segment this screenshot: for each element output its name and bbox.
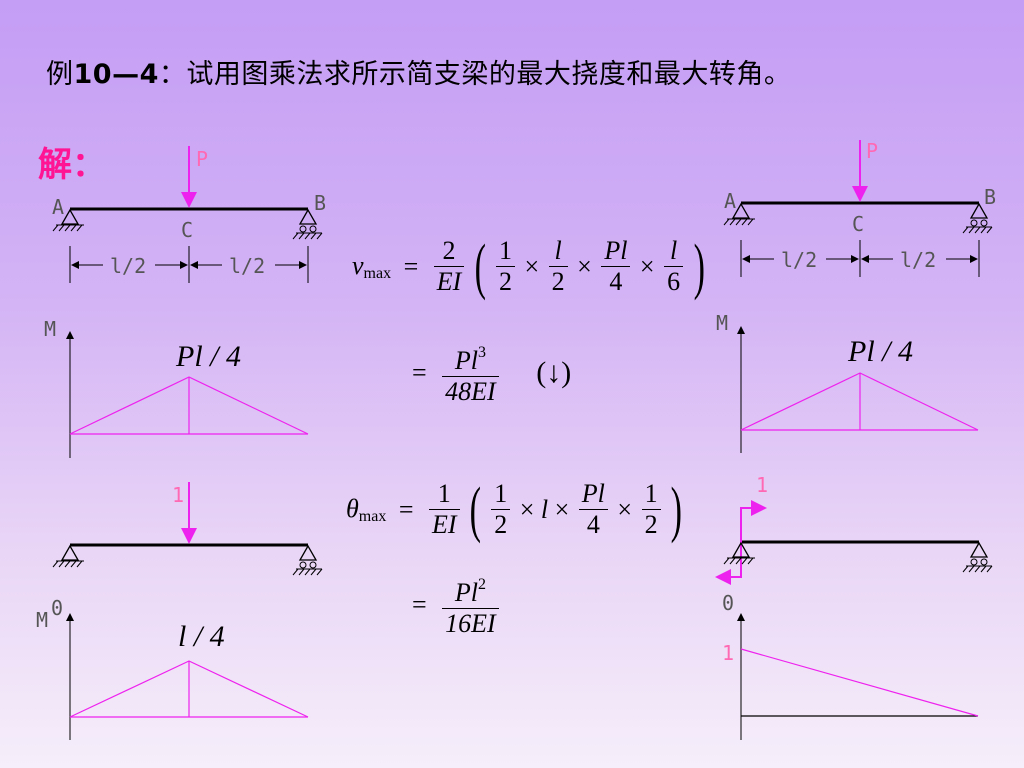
svg-text:1: 1 [756,473,768,497]
svg-text:B: B [314,191,326,215]
svg-text:1: 1 [722,641,734,665]
right-m-diagram: M Pl / 4 [716,311,979,453]
svg-text:M: M [36,608,48,632]
svg-text:l/2: l/2 [110,254,146,278]
svg-text:B: B [984,185,996,209]
svg-text:l / 4: l / 4 [178,620,225,653]
svg-text:A: A [724,189,736,213]
solution-label: 解： [38,145,106,185]
svg-text:P: P [866,139,878,163]
svg-text:l/2: l/2 [900,248,936,272]
left-beam: P A B C l/2 l/2 [52,146,326,283]
svg-text:C: C [181,218,193,242]
svg-text:Pl / 4: Pl / 4 [847,335,913,368]
svg-text:M: M [716,311,728,335]
svg-text:l/2: l/2 [229,254,265,278]
left-m-diagram: M Pl / 4 [44,317,309,458]
left-load-label: P [196,147,208,171]
svg-text:0: 0 [722,591,734,615]
svg-text:l/2: l/2 [781,248,817,272]
svg-text:C: C [852,212,864,236]
svg-text:Pl / 4: Pl / 4 [175,340,241,373]
left-unit-beam: 1 [52,482,323,576]
right-m0-diagram: 0 1 [722,591,979,740]
right-unit-beam: 1 [715,473,993,585]
svg-text:M: M [44,317,56,341]
left-m0-diagram: M 0 l / 4 [36,596,309,740]
svg-text:A: A [52,195,64,219]
right-beam: P A B C l/2 l/2 [723,139,996,277]
svg-text:1: 1 [172,483,184,507]
slide-title: 例10—4：试用图乘法求所示简支梁的最大挠度和最大转角。 [46,59,792,90]
svg-text:0: 0 [51,596,63,620]
